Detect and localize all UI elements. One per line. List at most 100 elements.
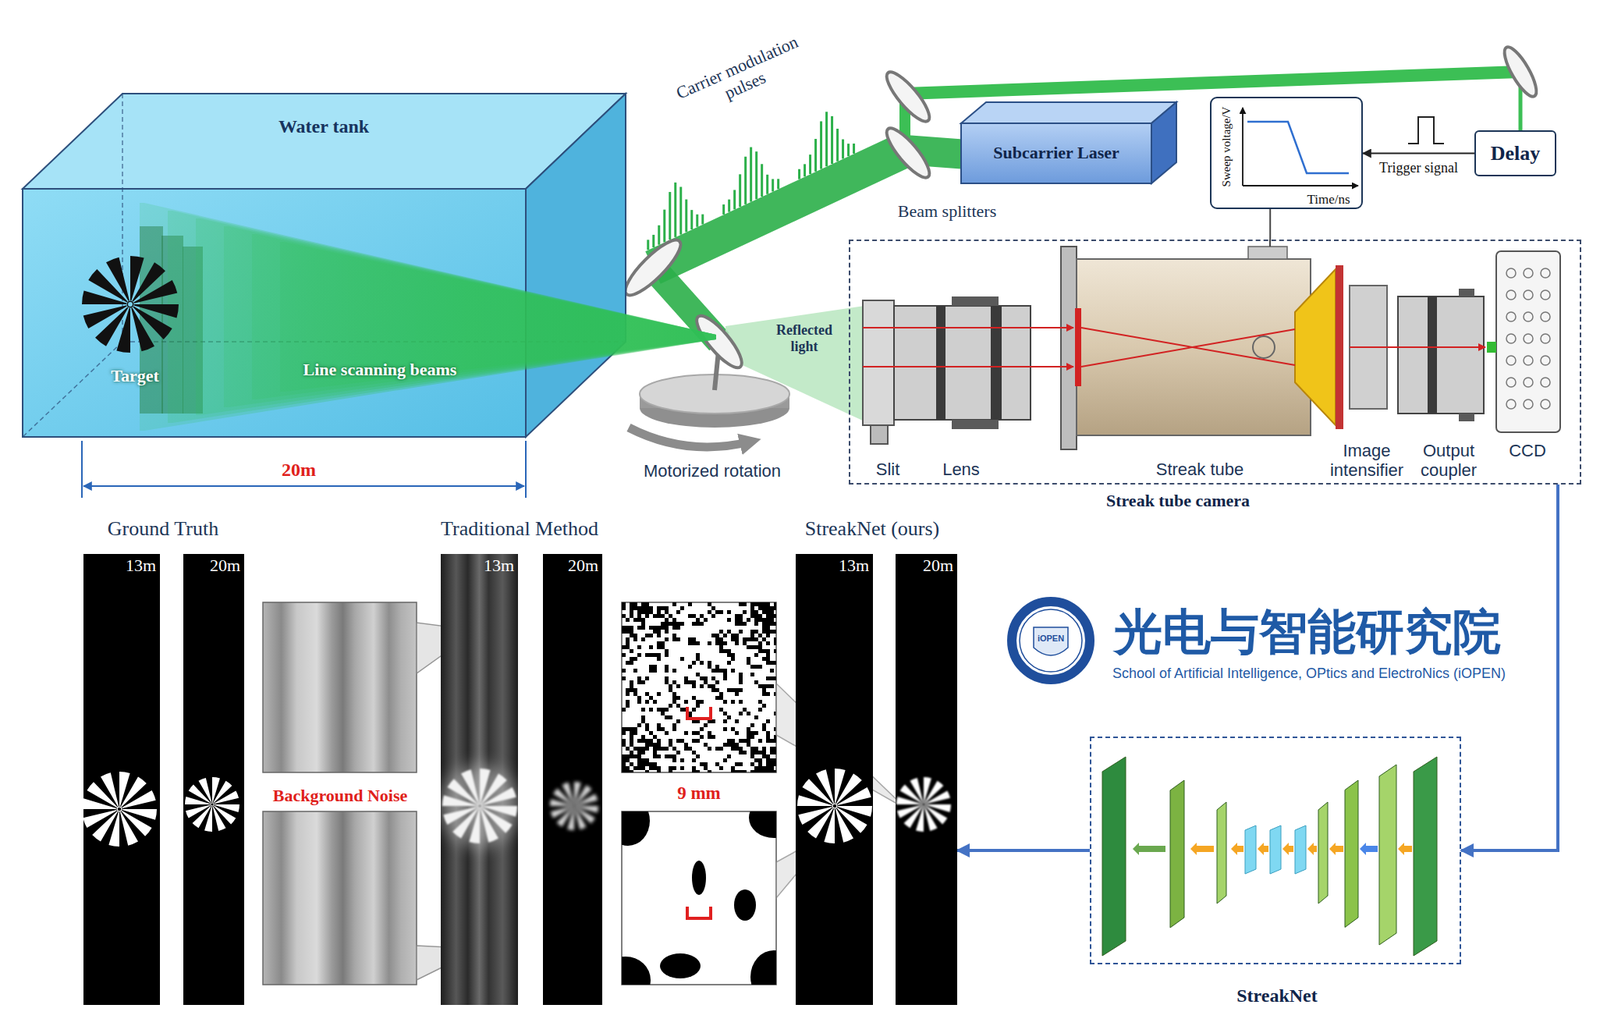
streak-camera-drawing-part-part bbox=[1081, 327, 1295, 366]
detail-inset-part-part bbox=[691, 684, 696, 689]
detail-inset-part-part bbox=[769, 684, 774, 689]
detail-inset-part-part bbox=[769, 621, 774, 626]
mirror-part bbox=[618, 233, 688, 302]
streak-camera-drawing-part bbox=[1060, 246, 1077, 450]
detail-inset-part-part bbox=[773, 738, 777, 743]
detail-inset-part-part bbox=[656, 610, 661, 614]
pulse-train-part bbox=[830, 116, 834, 164]
part-label: Output coupler bbox=[1408, 440, 1491, 481]
network-drawing-part bbox=[1270, 825, 1281, 874]
detail-inset-part-part bbox=[691, 707, 696, 712]
detail-inset-part-part bbox=[656, 629, 661, 634]
detail-inset-part-part bbox=[633, 730, 638, 735]
detail-inset-part-part bbox=[750, 645, 755, 650]
detail-inset-part-part bbox=[723, 672, 728, 677]
detail-inset-part-part bbox=[691, 641, 696, 646]
detail-inset-part-part bbox=[652, 625, 657, 630]
detail-inset-part-part bbox=[684, 730, 689, 735]
detail-inset-part-part bbox=[727, 688, 731, 692]
detail-inset-part-part bbox=[676, 738, 681, 743]
detail-inset-part-part bbox=[645, 742, 650, 747]
detail-inset-part-part bbox=[621, 769, 626, 773]
detail-inset-part-part bbox=[707, 602, 712, 607]
detail-inset-part-part bbox=[699, 676, 704, 681]
detail-inset-part-part bbox=[762, 703, 767, 708]
dimension-line-part bbox=[81, 440, 83, 498]
detail-inset-part-part bbox=[637, 676, 642, 681]
detail-inset-part-part bbox=[659, 953, 701, 979]
result-panel-shape-part bbox=[438, 764, 522, 848]
detail-inset-part-part bbox=[672, 699, 677, 704]
detail-inset-part-part bbox=[695, 617, 700, 622]
detail-inset-part-part bbox=[664, 730, 669, 735]
detail-inset-part-part bbox=[668, 688, 673, 692]
detail-inset-part-part bbox=[762, 691, 767, 696]
detail-inset-part-part bbox=[719, 641, 724, 646]
detail-inset-part-part bbox=[625, 758, 630, 763]
streak-camera-drawing-part bbox=[1294, 269, 1336, 426]
detail-inset-part-part bbox=[691, 660, 696, 665]
detail-inset-part-part bbox=[652, 699, 657, 704]
detail-inset-part-part bbox=[734, 617, 739, 622]
detail-inset-part-part bbox=[672, 602, 677, 607]
detail-inset-part-part bbox=[754, 664, 759, 669]
water-tank-shape-part-part bbox=[121, 93, 124, 342]
detail-inset-part-part bbox=[664, 680, 669, 685]
detail-inset-part-part bbox=[707, 746, 712, 751]
detail-inset-part-part bbox=[637, 610, 642, 614]
detail-inset-part-part bbox=[766, 633, 770, 638]
network-drawing-part bbox=[1397, 842, 1412, 855]
result-panel-shape-part bbox=[542, 553, 603, 1005]
detail-inset-part-part bbox=[754, 645, 759, 650]
detail-inset-part-part bbox=[734, 730, 739, 735]
detail-inset-part-part bbox=[629, 660, 634, 665]
detail-inset-part-part bbox=[672, 723, 677, 728]
detail-inset-part-part bbox=[769, 762, 774, 767]
detail-inset-part-part bbox=[633, 668, 638, 673]
detail-inset-part-part bbox=[691, 750, 696, 755]
detail-inset-part-part bbox=[727, 649, 731, 653]
detail-inset-part-part bbox=[750, 637, 755, 642]
detail-inset-part-part bbox=[746, 734, 751, 739]
streak-camera-drawing-part bbox=[1074, 308, 1082, 387]
water-tank: Water tankTargetLine scanning beams bbox=[22, 93, 626, 437]
detail-inset-part-part bbox=[719, 746, 724, 751]
detail-inset-part-part bbox=[738, 672, 743, 677]
detail-inset-part-part bbox=[676, 695, 681, 700]
detail-inset-part-part bbox=[762, 746, 767, 751]
detail-inset-part-part bbox=[641, 762, 646, 767]
detail-inset-part-part bbox=[621, 707, 626, 712]
detail-inset-part-part bbox=[652, 668, 657, 673]
detail-inset-part-part bbox=[652, 613, 657, 618]
detail-inset-part-part bbox=[688, 746, 692, 751]
detail-inset-part-part bbox=[762, 754, 767, 759]
detail-inset-part-part bbox=[711, 684, 716, 689]
detail-inset-part bbox=[687, 706, 711, 719]
detail-inset-part-part bbox=[754, 758, 759, 763]
detail-inset-part-part bbox=[668, 684, 673, 689]
detail-inset-part-part bbox=[691, 738, 696, 743]
detail-inset-part-part bbox=[715, 641, 720, 646]
pulse-train-part bbox=[803, 163, 806, 177]
detail-inset-part-part bbox=[649, 645, 653, 650]
detail-inset-part-part bbox=[652, 754, 657, 759]
streak-camera-drawing-part bbox=[862, 300, 895, 426]
detail-inset-part-part bbox=[754, 730, 759, 735]
detail-inset-part-part bbox=[664, 754, 669, 759]
pinwheel-target-part bbox=[922, 802, 926, 806]
detail-inset-part-part bbox=[730, 746, 735, 751]
detail-inset-part-part bbox=[703, 617, 708, 622]
detail-inset-part-part bbox=[769, 746, 774, 751]
result-panel-shape bbox=[542, 553, 603, 1005]
detail-inset-part-part bbox=[707, 641, 712, 646]
pinwheel-target bbox=[896, 776, 951, 832]
pinwheel-target-part bbox=[575, 794, 598, 806]
detail-inset-part-part bbox=[766, 719, 770, 724]
detail-inset-part-part bbox=[645, 727, 650, 731]
result-panel: 13m bbox=[440, 553, 518, 1005]
detail-inset-part-part bbox=[621, 956, 651, 985]
detail-inset-part-part bbox=[649, 668, 653, 673]
detail-inset-part-part bbox=[656, 769, 661, 773]
detail-inset-part-part bbox=[766, 606, 770, 611]
